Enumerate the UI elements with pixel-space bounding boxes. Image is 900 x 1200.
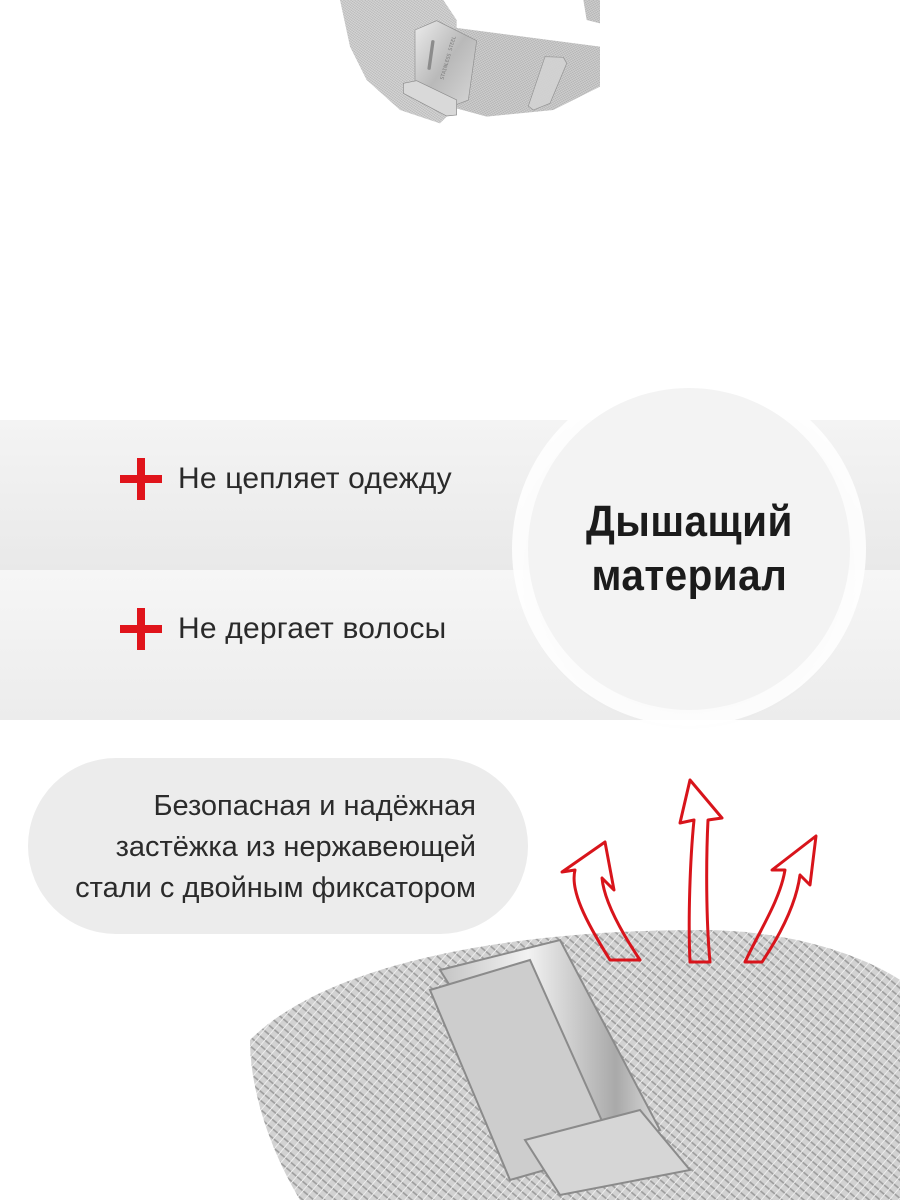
clasp-line-2: застёжка из нержавеющей	[115, 831, 476, 863]
clasp-line-3: стали с двойным фиксатором	[75, 872, 476, 904]
feature-text: Не дергает волосы	[178, 612, 447, 645]
feature-text: Не цепляет одежду	[178, 462, 452, 495]
plus-icon	[120, 608, 162, 650]
plus-icon	[120, 458, 162, 500]
feature-item-hair: Не дергает волосы	[120, 608, 446, 650]
clasp-description-pill: Безопасная и надёжная застёжка из нержав…	[28, 758, 528, 934]
badge-line-2: материал	[591, 551, 787, 600]
clasp-line-1: Безопасная и надёжная	[153, 790, 476, 822]
breathable-material-badge: Дышащий материал	[528, 388, 850, 710]
feature-item-clothes: Не цепляет одежду	[120, 458, 452, 500]
clasp-description-text: Безопасная и надёжная застёжка из нержав…	[75, 786, 476, 909]
mesh-strap-top-image: STAINLESS STEEL	[340, 0, 600, 124]
badge-line-1: Дышащий	[585, 497, 793, 546]
